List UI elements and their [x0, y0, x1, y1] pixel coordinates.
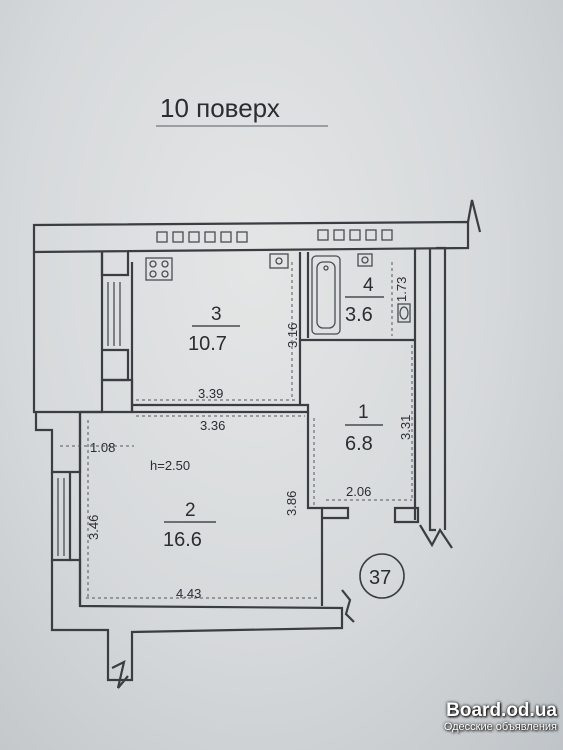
- room-area: 16.6: [163, 529, 202, 551]
- dimension-lines: [60, 262, 413, 600]
- ceiling-height-label: h=2.50: [150, 458, 190, 473]
- toilet-icon: [397, 303, 411, 323]
- room-living: 2 16.6: [163, 500, 216, 551]
- room-number: 1: [358, 402, 369, 423]
- room-bath: 4 3.6: [345, 275, 384, 326]
- watermark: Board.od.ua Одесские объявления: [412, 700, 557, 733]
- room-area: 3.6: [345, 304, 373, 326]
- room-area: 10.7: [188, 333, 227, 355]
- watermark-subtitle: Одесские объявления: [443, 721, 557, 733]
- room-area: 6.8: [345, 433, 373, 455]
- dimension-label: 1.08: [90, 440, 115, 455]
- dimension-label: 3.46: [86, 515, 101, 540]
- dimension-label: 3.86: [284, 491, 299, 516]
- floor-label: 10 поверх: [160, 93, 280, 123]
- dimension-label: 3.16: [285, 323, 300, 348]
- watermark-site: Board.od.ua: [446, 700, 557, 721]
- room-number: 3: [211, 304, 222, 325]
- dimension-label: 3.31: [398, 415, 413, 440]
- dimension-label: 4.43: [176, 586, 201, 601]
- apartment-number: 37: [369, 567, 391, 589]
- dimension-label: 1.73: [394, 277, 409, 302]
- dimension-label: 3.36: [200, 418, 225, 433]
- kitchen-sink-icon: [269, 253, 289, 269]
- dimension-label: 2.06: [346, 484, 371, 499]
- dimension-label: 3.39: [198, 386, 223, 401]
- room-number: 2: [185, 500, 196, 521]
- room-hall: 1 6.8: [345, 402, 383, 455]
- bathtub-icon: [311, 255, 341, 335]
- washbasin-icon: [357, 253, 373, 267]
- room-number: 4: [363, 275, 374, 296]
- kitchen-stove-icon: [145, 257, 173, 281]
- room-kitchen: 3 10.7: [188, 304, 240, 355]
- apartment-number-badge: 37: [359, 553, 405, 599]
- interior-walls: [78, 252, 420, 623]
